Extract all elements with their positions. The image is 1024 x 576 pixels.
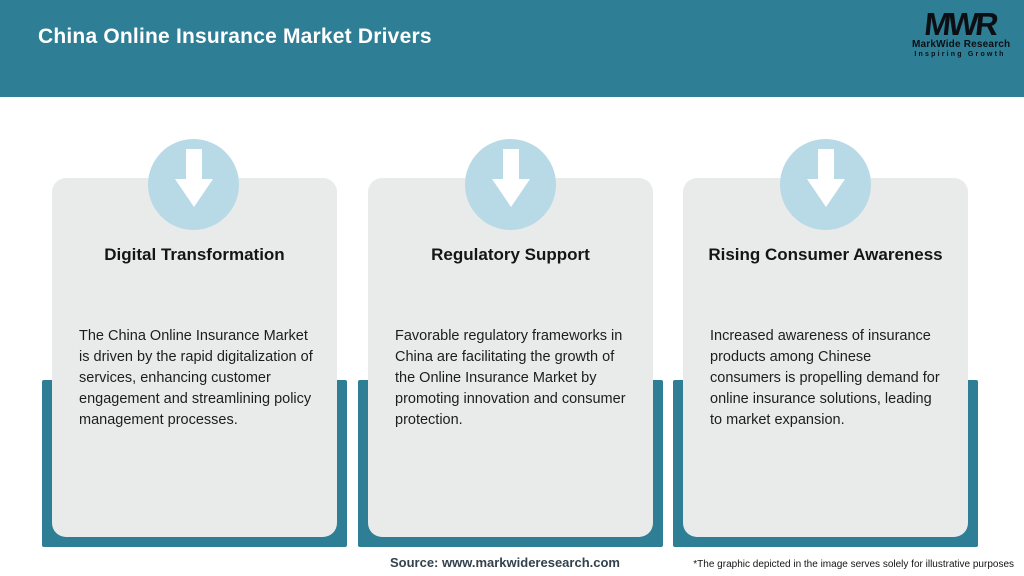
card-body: Increased awareness of insurance product… [710, 328, 940, 429]
page-title: China Online Insurance Market Drivers [38, 25, 432, 48]
brand-logo: MWR MarkWide Research Inspiring Growth [912, 6, 1011, 59]
logo-acronym: MWR [922, 6, 998, 42]
driver-card-digital-transformation: Digital Transformation The China Online … [52, 178, 337, 537]
down-arrow-icon [174, 149, 213, 207]
disclaimer-text: *The graphic depicted in the image serve… [693, 559, 1014, 570]
arrow-badge [148, 139, 239, 230]
arrow-badge [780, 139, 871, 230]
driver-card-regulatory-support: Regulatory Support Favorable regulatory … [368, 178, 653, 537]
card-title: Rising Consumer Awareness [708, 245, 943, 264]
down-arrow-icon [491, 149, 530, 207]
arrow-badge [465, 139, 556, 230]
card-body: The China Online Insurance Market is dri… [79, 328, 313, 429]
logo-name: MarkWide Research [912, 39, 1011, 50]
card-title: Digital Transformation [104, 245, 285, 264]
down-arrow-icon [806, 149, 845, 207]
header-bar: China Online Insurance Market Drivers MW… [0, 0, 1024, 97]
logo-tagline: Inspiring Growth [914, 51, 1006, 58]
source-text: Source: www.markwideresearch.com [389, 555, 620, 570]
driver-card-rising-consumer-awareness: Rising Consumer Awareness Increased awar… [683, 178, 968, 537]
card-body: Favorable regulatory frameworks in China… [395, 328, 626, 429]
card-title: Regulatory Support [431, 245, 590, 264]
